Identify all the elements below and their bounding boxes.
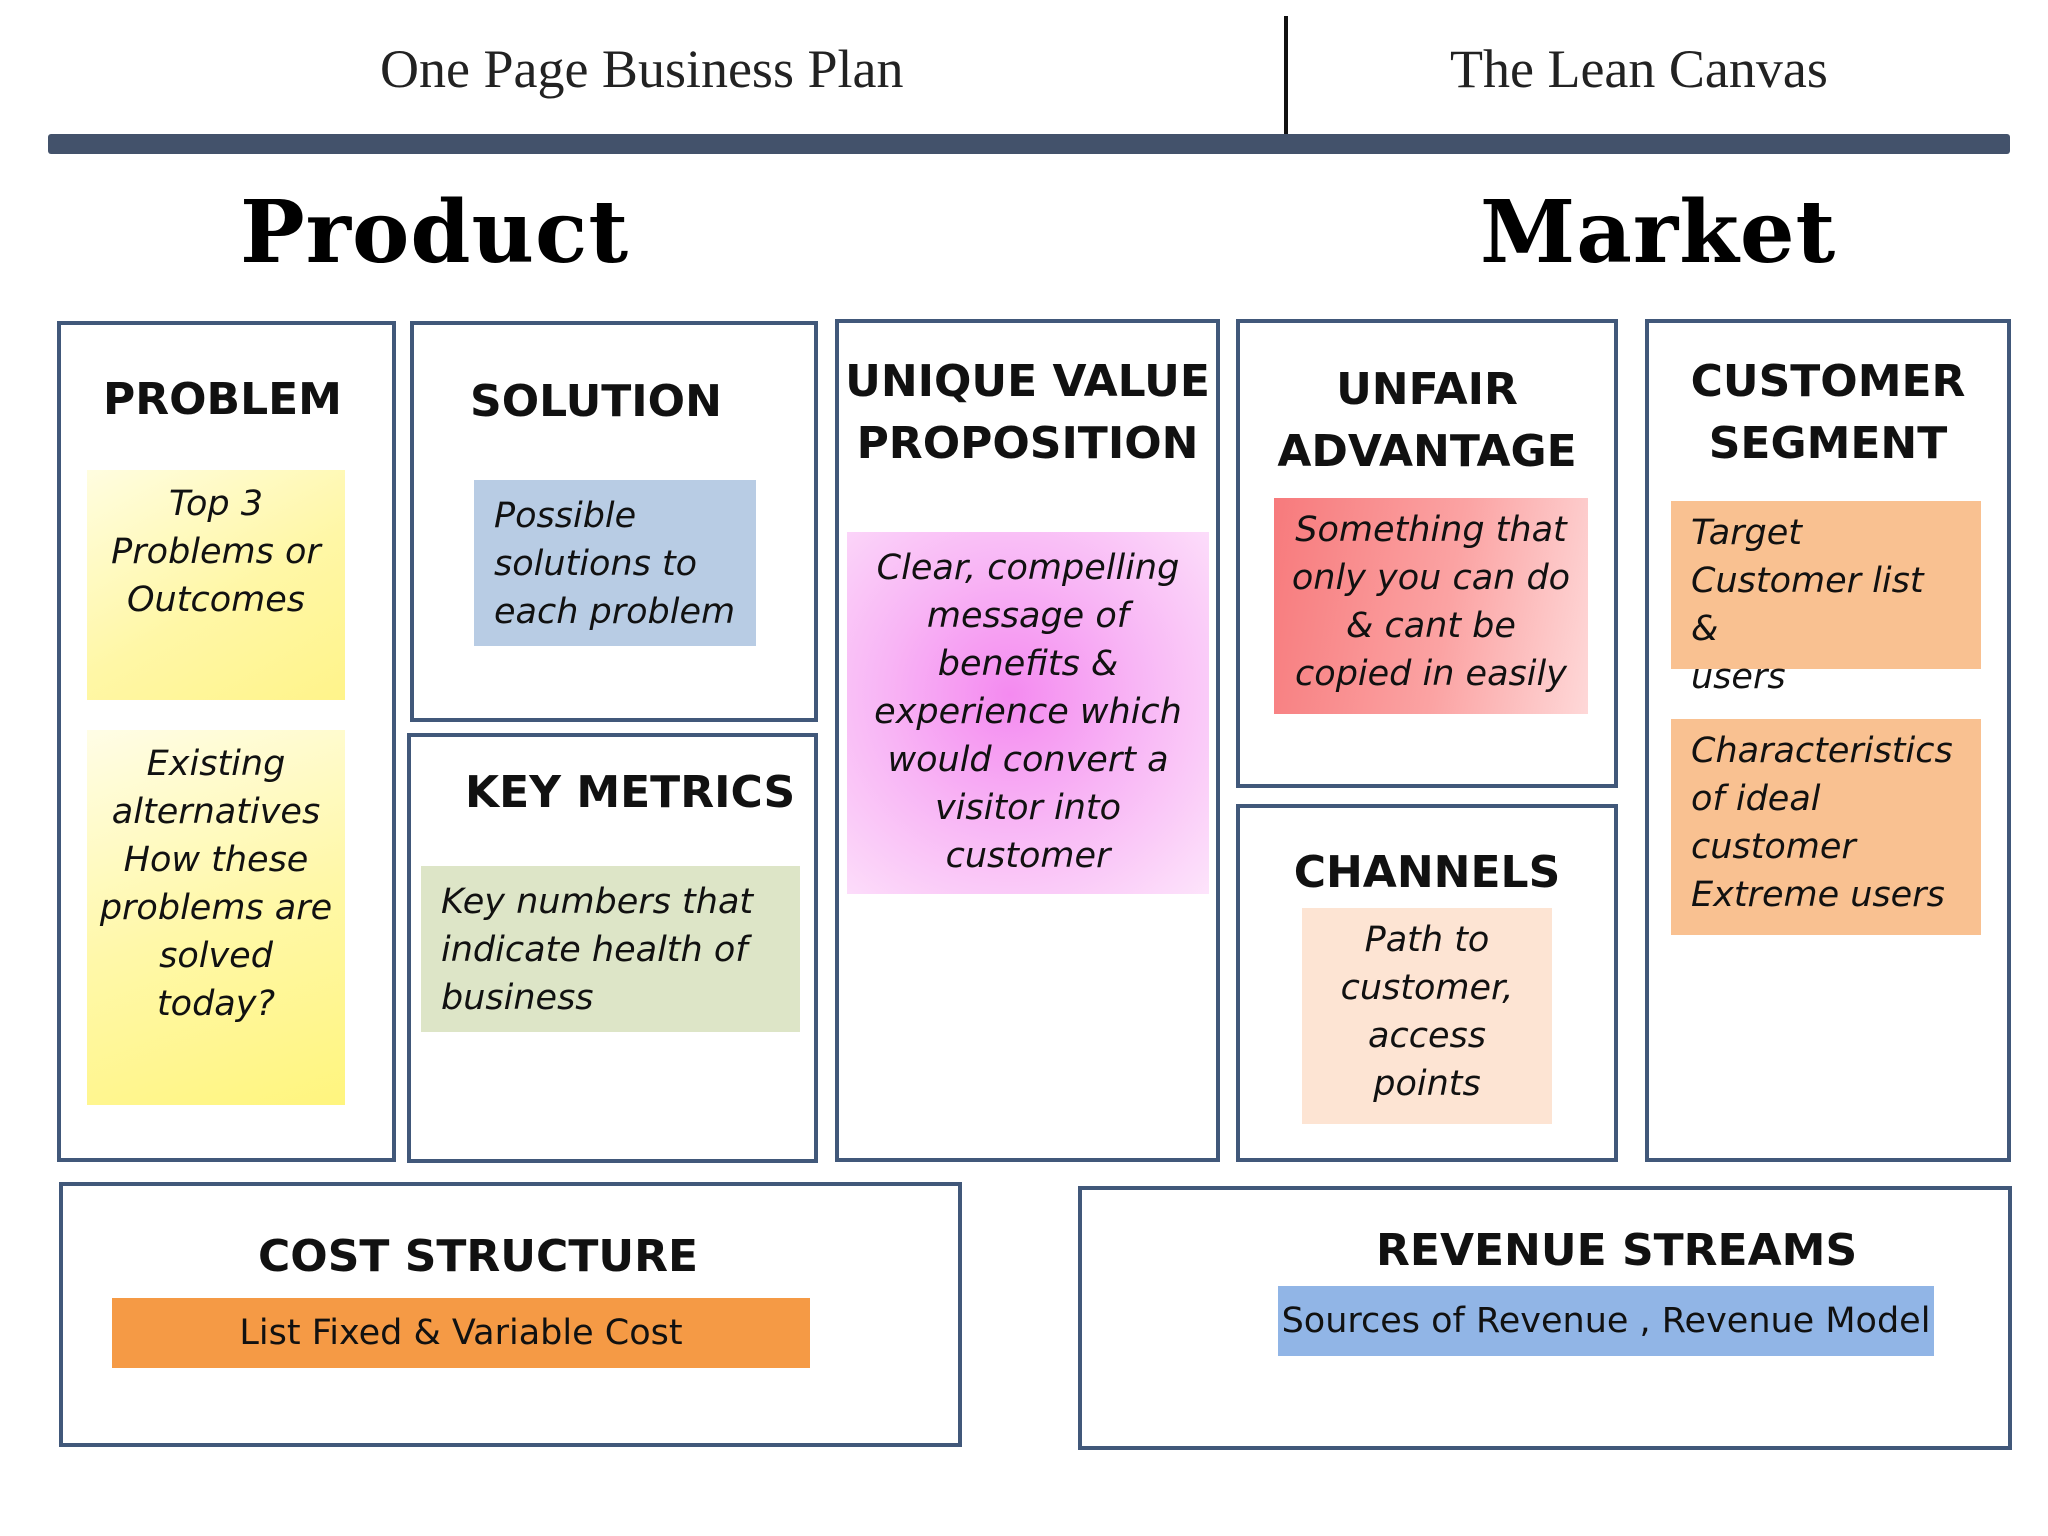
- revenue-streams-title: REVENUE STREAMS: [1376, 1225, 1858, 1276]
- unfair-advantage-box: UNFAIR ADVANTAGE Something that only you…: [1236, 319, 1618, 788]
- channels-box: CHANNELS Path to customer, access points: [1236, 804, 1618, 1162]
- customer-segment-title: CUSTOMER SEGMENT: [1690, 356, 1966, 469]
- customer-segment-note-target: Target Customer list & users: [1671, 501, 1981, 697]
- product-section-title: Product: [240, 182, 630, 283]
- key-metrics-box: KEY METRICS Key numbers that indicate he…: [407, 733, 818, 1163]
- problem-box: PROBLEM Top 3 Problems or Outcomes Exist…: [57, 321, 396, 1162]
- solution-box: SOLUTION Possible solutions to each prob…: [410, 321, 818, 722]
- unfair-advantage-title: UNFAIR ADVANTAGE: [1277, 364, 1577, 477]
- header-divider: [1284, 16, 1288, 136]
- market-section-title: Market: [1480, 182, 1837, 283]
- revenue-streams-box: REVENUE STREAMS Sources of Revenue , Rev…: [1078, 1186, 2012, 1450]
- uvp-note: Clear, compelling message of benefits & …: [847, 532, 1209, 894]
- header-left-title: One Page Business Plan: [380, 39, 904, 99]
- cost-structure-title: COST STRUCTURE: [258, 1231, 698, 1282]
- header-right-title: The Lean Canvas: [1450, 39, 1828, 99]
- problem-note-top3: Top 3 Problems or Outcomes: [87, 470, 345, 700]
- uvp-box: UNIQUE VALUE PROPOSITION Clear, compelli…: [835, 319, 1220, 1162]
- header-rule: [48, 134, 2010, 154]
- revenue-streams-bar: Sources of Revenue , Revenue Model: [1278, 1286, 1934, 1356]
- key-metrics-title: KEY METRICS: [465, 767, 796, 818]
- cost-structure-bar: List Fixed & Variable Cost: [112, 1298, 810, 1368]
- solution-title: SOLUTION: [470, 376, 722, 427]
- channels-title: CHANNELS: [1293, 847, 1561, 898]
- solution-note: Possible solutions to each problem: [474, 480, 756, 646]
- problem-note-alternatives: Existing alternatives How these problems…: [87, 730, 345, 1105]
- problem-title: PROBLEM: [103, 374, 342, 425]
- customer-segment-box: CUSTOMER SEGMENT Target Customer list & …: [1645, 319, 2011, 1162]
- channels-note: Path to customer, access points: [1302, 908, 1552, 1124]
- uvp-title: UNIQUE VALUE PROPOSITION: [845, 356, 1210, 469]
- cost-structure-box: COST STRUCTURE List Fixed & Variable Cos…: [59, 1182, 962, 1447]
- unfair-advantage-note: Something that only you can do & cant be…: [1274, 498, 1588, 714]
- customer-segment-note-characteristics: Characteristics of ideal customer Extrem…: [1671, 719, 1981, 935]
- key-metrics-note: Key numbers that indicate health of busi…: [421, 866, 800, 1032]
